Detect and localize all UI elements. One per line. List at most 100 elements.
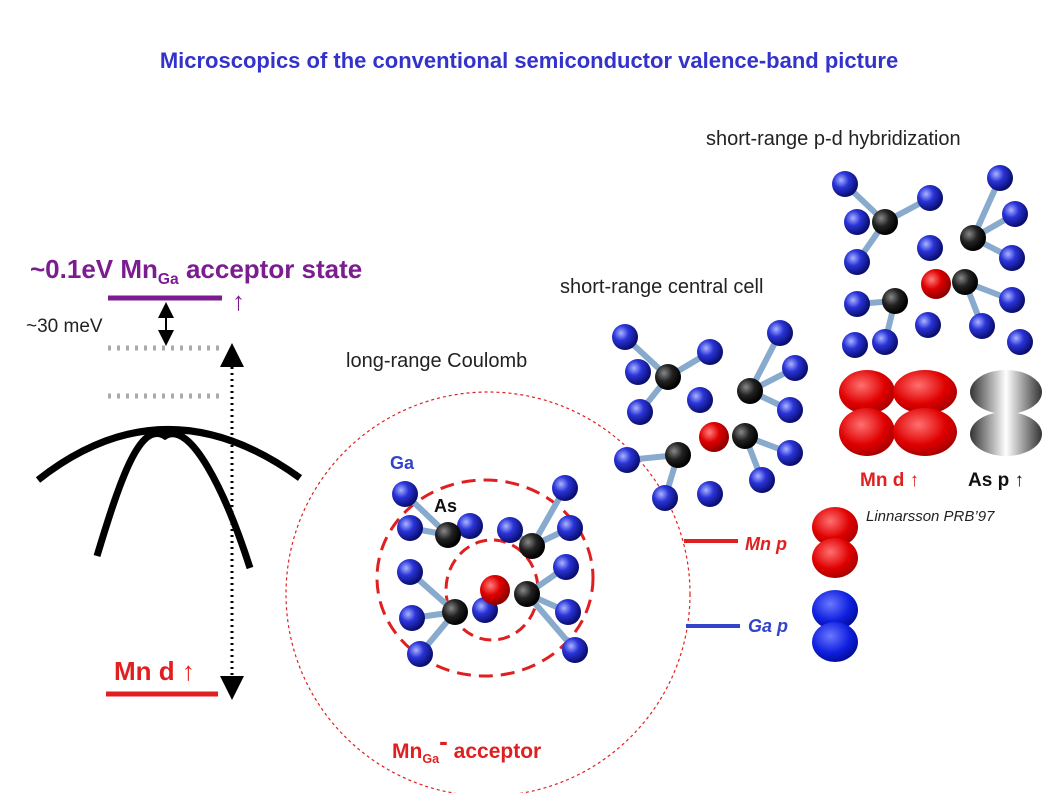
orbital-panel xyxy=(684,368,1042,662)
ga-label: Ga xyxy=(390,453,415,473)
acceptor-label: MnGa- acceptor xyxy=(392,726,541,766)
ga-atom xyxy=(1002,201,1028,227)
energy-diagram xyxy=(35,295,303,700)
ga-atom xyxy=(397,515,423,541)
acceptor-sup: - xyxy=(439,726,448,756)
mn-d-lobe-4 xyxy=(893,408,957,456)
as-atom xyxy=(960,225,986,251)
ga-atom xyxy=(562,637,588,663)
ga-atom xyxy=(969,313,995,339)
mn-atom xyxy=(480,575,510,605)
ga-p-label: Ga p xyxy=(748,616,789,636)
acceptor-state-prefix: ~0.1eV Mn xyxy=(30,254,158,284)
mn-d-orbital-text: Mn d xyxy=(860,470,905,491)
as-atom xyxy=(514,581,540,607)
ga-atom xyxy=(612,324,638,350)
as-p-lobe-lower xyxy=(970,412,1042,456)
acceptor-state-suffix: acceptor state xyxy=(185,254,363,284)
ga-atom xyxy=(407,641,433,667)
label-central-cell: short-range central cell xyxy=(560,276,764,298)
mn-atom xyxy=(699,422,729,452)
label-coulomb: long-range Coulomb xyxy=(346,350,528,372)
atoms-layer xyxy=(392,165,1033,667)
acceptor-suffix: acceptor xyxy=(453,740,542,763)
mn-d-lobe-2 xyxy=(893,370,957,414)
as-atom xyxy=(655,364,681,390)
mn-atom xyxy=(921,269,951,299)
coulomb-circle xyxy=(285,391,691,793)
outer-dashed-ellipse xyxy=(375,478,595,678)
as-p-orbital-label: As p ↑ xyxy=(968,470,1024,492)
mev-label: ~30 meV xyxy=(26,316,103,337)
ga-atom xyxy=(844,209,870,235)
ga-atom xyxy=(767,320,793,346)
mn-d-arrow: ↑ xyxy=(181,656,195,686)
mn-d-text: Mn d xyxy=(114,656,175,686)
ga-atom xyxy=(999,245,1025,271)
as-atom xyxy=(737,378,763,404)
ga-atom xyxy=(777,397,803,423)
ga-atom xyxy=(555,599,581,625)
ga-atom xyxy=(625,359,651,385)
ga-atom xyxy=(917,185,943,211)
ga-atom xyxy=(687,387,713,413)
mn-p-lobe-upper xyxy=(812,507,858,547)
ga-atom xyxy=(399,605,425,631)
ga-atom xyxy=(497,517,523,543)
as-atom xyxy=(882,288,908,314)
ga-atom xyxy=(697,339,723,365)
page-title: Microscopics of the conventional semicon… xyxy=(159,48,899,73)
citation: Linnarsson PRB’97 xyxy=(866,508,995,525)
light-hole-band xyxy=(93,430,254,570)
as-atom xyxy=(665,442,691,468)
ga-atom xyxy=(557,515,583,541)
mn-d-orbital-label: Mn d ↑ xyxy=(860,470,919,492)
ga-atom xyxy=(872,329,898,355)
ga-atom xyxy=(777,440,803,466)
ga-atom xyxy=(652,485,678,511)
mn-d-lobe-3 xyxy=(839,408,895,456)
as-atom xyxy=(519,533,545,559)
ga-atom xyxy=(782,355,808,381)
ga-atom xyxy=(627,399,653,425)
mn-p-label: Mn p xyxy=(745,534,787,554)
ga-atom xyxy=(842,332,868,358)
ga-atom xyxy=(397,559,423,585)
as-p-text: As p xyxy=(968,470,1010,491)
acceptor-state-label: ~0.1eV MnGa acceptor state xyxy=(30,254,362,289)
bonds xyxy=(402,485,578,657)
ga-atom xyxy=(552,475,578,501)
ga-atom xyxy=(392,481,418,507)
ga-atom xyxy=(457,513,483,539)
as-atom xyxy=(435,522,461,548)
heavy-hole-band xyxy=(35,426,303,483)
acceptor-state-sub: Ga xyxy=(157,271,179,289)
as-p-lobe-upper xyxy=(970,370,1042,414)
mn-d-orbital-arrow: ↑ xyxy=(909,470,920,491)
as-atom xyxy=(952,269,978,295)
ga-atom xyxy=(749,467,775,493)
as-p-arrow: ↑ xyxy=(1014,470,1024,491)
ga-atom xyxy=(987,165,1013,191)
mn-d-lobe-1 xyxy=(839,370,895,414)
acceptor-prefix: Mn xyxy=(392,740,423,763)
ga-atom xyxy=(915,312,941,338)
ga-atom xyxy=(697,481,723,507)
as-atom xyxy=(442,599,468,625)
label-hybridization: short-range p-d hybridization xyxy=(706,128,961,150)
as-atom xyxy=(732,423,758,449)
ga-atom xyxy=(844,291,870,317)
ga-atom xyxy=(844,249,870,275)
mn-p-lobe-lower xyxy=(812,538,858,578)
ga-atom xyxy=(1007,329,1033,355)
ga-atom xyxy=(999,287,1025,313)
ga-atom xyxy=(553,554,579,580)
as-label: As xyxy=(434,496,458,516)
as-atom xyxy=(872,209,898,235)
acceptor-sub: Ga xyxy=(422,752,440,767)
mn-d-level-label: Mn d ↑ xyxy=(114,656,195,687)
ga-p-lobe-lower xyxy=(812,622,858,662)
ga-atom xyxy=(614,447,640,473)
acceptor-spin-arrow: ↑ xyxy=(232,286,245,316)
